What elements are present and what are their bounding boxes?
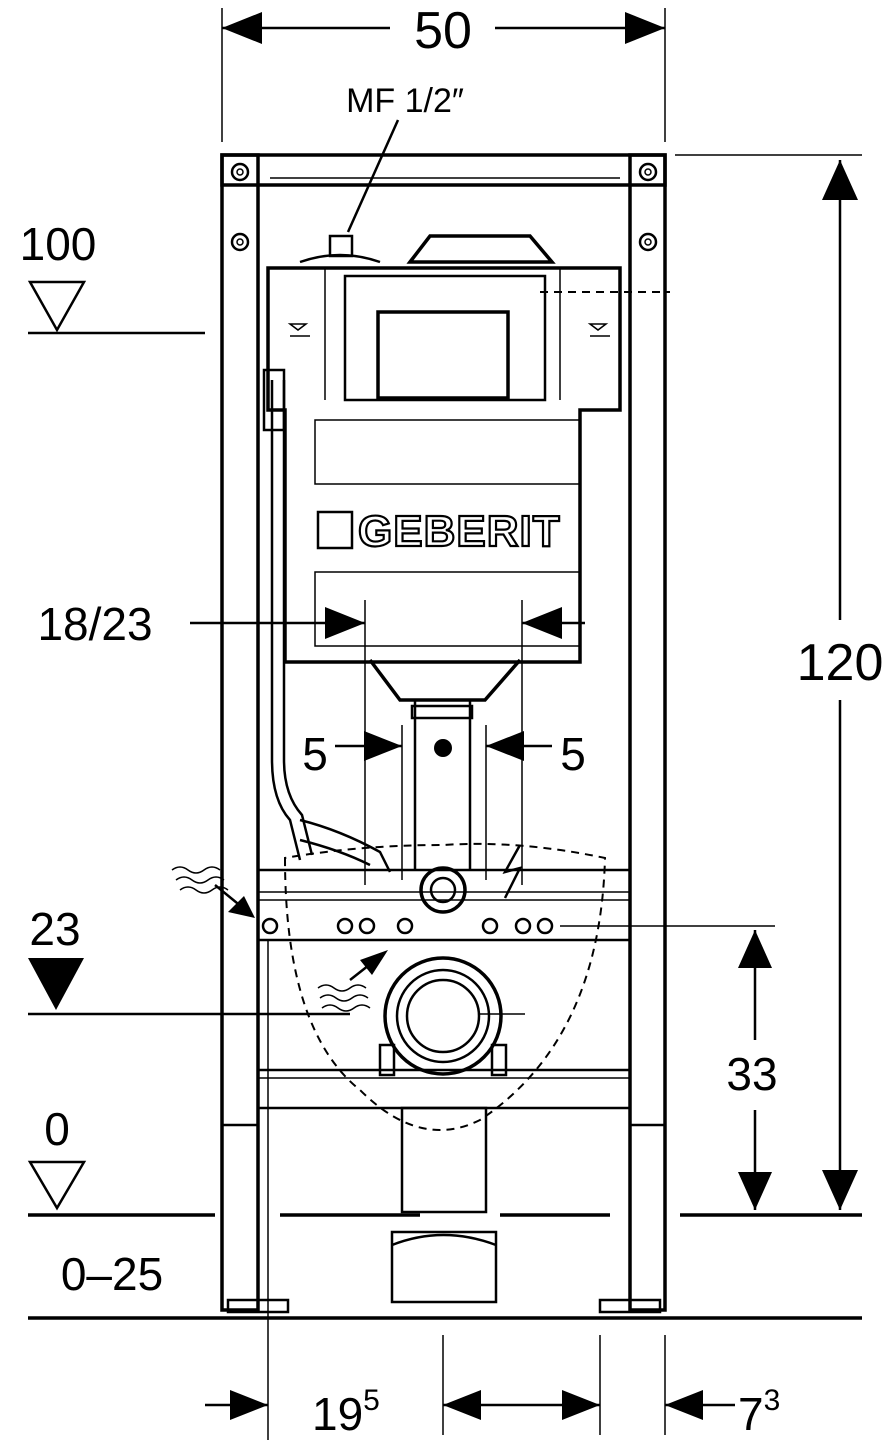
width-label: 50: [414, 2, 472, 60]
spacing-label: 18/23: [37, 598, 152, 650]
height-33-dimension: 33: [560, 925, 778, 1210]
bottom-7-sup: 3: [764, 1384, 781, 1417]
cistern: [266, 234, 670, 664]
bottom-19-base: 19: [312, 1388, 363, 1440]
bottom-dimensions: 195 73: [205, 940, 780, 1440]
level-23-label: 23: [29, 903, 80, 955]
level-0-label: 0: [44, 1103, 70, 1155]
brand-text: GEBERIT: [358, 507, 561, 556]
connection-holes: [261, 866, 554, 935]
mounting-bolt-icon: [230, 162, 658, 252]
height-33-label: 33: [726, 1048, 777, 1100]
electric-icon: [502, 844, 523, 899]
right-5-label: 5: [560, 728, 586, 780]
bottom-7-base: 7: [738, 1388, 764, 1440]
frame: [220, 153, 667, 1314]
width-dimension: 50: [221, 2, 666, 142]
height-120-dimension: 120: [675, 154, 884, 1210]
airflow-icon: [171, 866, 388, 1012]
bottom-7-label: 73: [738, 1384, 780, 1440]
flush-pipe: [368, 658, 522, 870]
level-0-marker: 0: [27, 1103, 862, 1217]
bottom-19-sup: 5: [363, 1384, 380, 1417]
height-120-label: 120: [797, 634, 884, 692]
spacing-dimension: 18/23: [37, 598, 585, 885]
level-100-label: 100: [20, 218, 97, 270]
bottom-19-label: 195: [312, 1384, 380, 1440]
connection-callout: MF 1/2″: [346, 82, 464, 233]
range-label: 0–25: [61, 1248, 163, 1300]
left-5-label: 5: [302, 728, 328, 780]
brand-logo: GEBERIT: [316, 506, 561, 557]
connection-label: MF 1/2″: [346, 82, 464, 120]
level-23-marker: 23: [28, 903, 525, 1016]
offset-dimension: 5 5: [302, 725, 586, 880]
wc-outline: [283, 842, 607, 1131]
level-100-marker: 100: [20, 218, 205, 335]
drain-bend: [378, 956, 508, 1304]
